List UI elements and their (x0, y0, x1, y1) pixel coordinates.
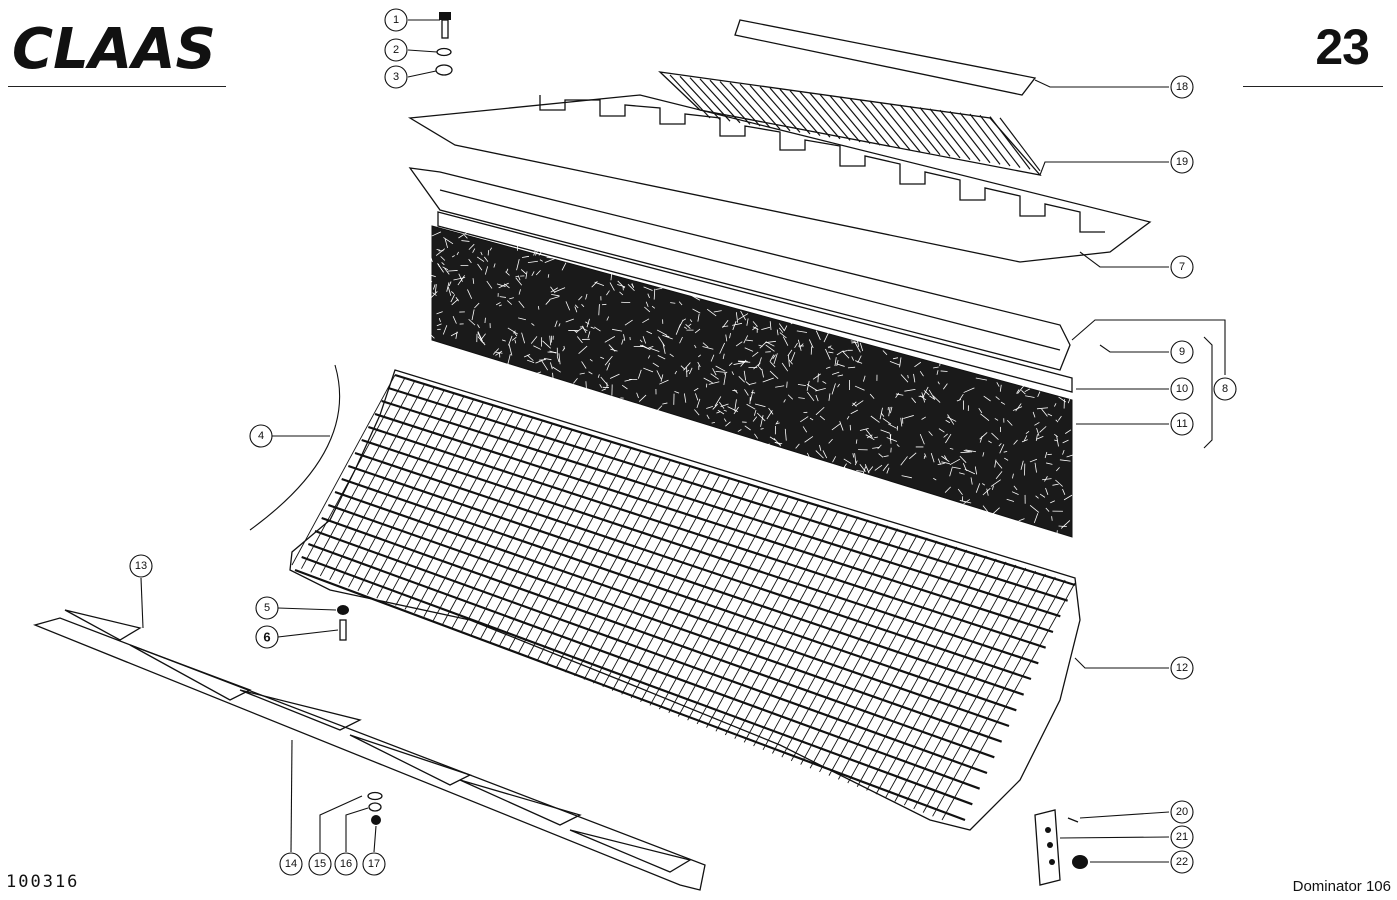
svg-text:22: 22 (1176, 856, 1188, 868)
callout-15: 15 (308, 852, 332, 876)
callout-20: 20 (1170, 800, 1194, 824)
svg-text:21: 21 (1176, 831, 1188, 843)
svg-text:10: 10 (1176, 383, 1188, 395)
callout-12: 12 (1170, 656, 1194, 680)
comb-plate-part (407, 94, 1152, 263)
callout-3: 3 (384, 65, 408, 89)
top-grille-part (658, 19, 1042, 176)
svg-text:8: 8 (1222, 383, 1228, 395)
svg-text:19: 19 (1176, 156, 1188, 168)
svg-text:16: 16 (340, 858, 352, 870)
concave-part (289, 369, 1081, 831)
svg-text:14: 14 (285, 858, 297, 870)
callout-17: 17 (362, 852, 386, 876)
callout-8: 8 (1213, 377, 1237, 401)
svg-text:9: 9 (1179, 346, 1185, 358)
callout-4: 4 (249, 424, 273, 448)
svg-text:18: 18 (1176, 81, 1188, 93)
callout-2: 2 (384, 38, 408, 62)
callout-14: 14 (279, 852, 303, 876)
bolt-part (439, 12, 451, 39)
svg-text:11: 11 (1176, 418, 1187, 430)
nut-17-part (371, 815, 381, 825)
callout-22: 22 (1170, 850, 1194, 874)
document-id: 100316 (6, 872, 80, 892)
callout-13: 13 (129, 554, 153, 578)
callout-6: 6 (255, 625, 279, 649)
svg-text:7: 7 (1179, 261, 1185, 273)
rasp-bar-part (32, 609, 706, 891)
callout-18: 18 (1170, 75, 1194, 99)
svg-text:3: 3 (393, 71, 399, 83)
callout-9: 9 (1170, 340, 1194, 364)
callout-7: 7 (1170, 255, 1194, 279)
callout-21: 21 (1170, 825, 1194, 849)
svg-text:6: 6 (263, 630, 270, 645)
angle-strip-part (408, 167, 1073, 393)
callout-1: 1 (384, 8, 408, 32)
nut-22-part (1072, 855, 1088, 869)
svg-text:15: 15 (314, 858, 326, 870)
header-rule-left (8, 86, 226, 87)
svg-text:13: 13 (135, 560, 147, 572)
screw-part (339, 619, 347, 641)
bracket-part (1034, 809, 1061, 886)
callout-16: 16 (334, 852, 358, 876)
callout-10: 10 (1170, 377, 1194, 401)
svg-text:4: 4 (258, 430, 264, 442)
svg-text:17: 17 (368, 858, 380, 870)
header-rule-right (1243, 86, 1383, 87)
claas-logo: CLAAS (12, 18, 216, 76)
washer-part (436, 47, 452, 57)
leader-lines (140, 19, 1226, 863)
spring-pin-part (1067, 817, 1079, 823)
brand-wordmark: CLAAS (12, 18, 216, 76)
svg-text:12: 12 (1176, 662, 1188, 674)
callout-11: 11 (1170, 412, 1194, 436)
svg-text:1: 1 (393, 14, 399, 26)
svg-text:5: 5 (264, 602, 270, 614)
lock-washer-part (435, 64, 453, 76)
nut-part (337, 605, 349, 615)
callout-5: 5 (255, 596, 279, 620)
mesh-screen-part (428, 225, 1075, 538)
svg-text:2: 2 (393, 44, 399, 56)
model-name: Dominator 106 (1292, 878, 1391, 895)
page-number: 23 (1315, 19, 1370, 75)
callout-19: 19 (1170, 150, 1194, 174)
washer-15-part (367, 791, 383, 801)
washer-16-part (368, 802, 382, 812)
svg-text:20: 20 (1176, 806, 1188, 818)
